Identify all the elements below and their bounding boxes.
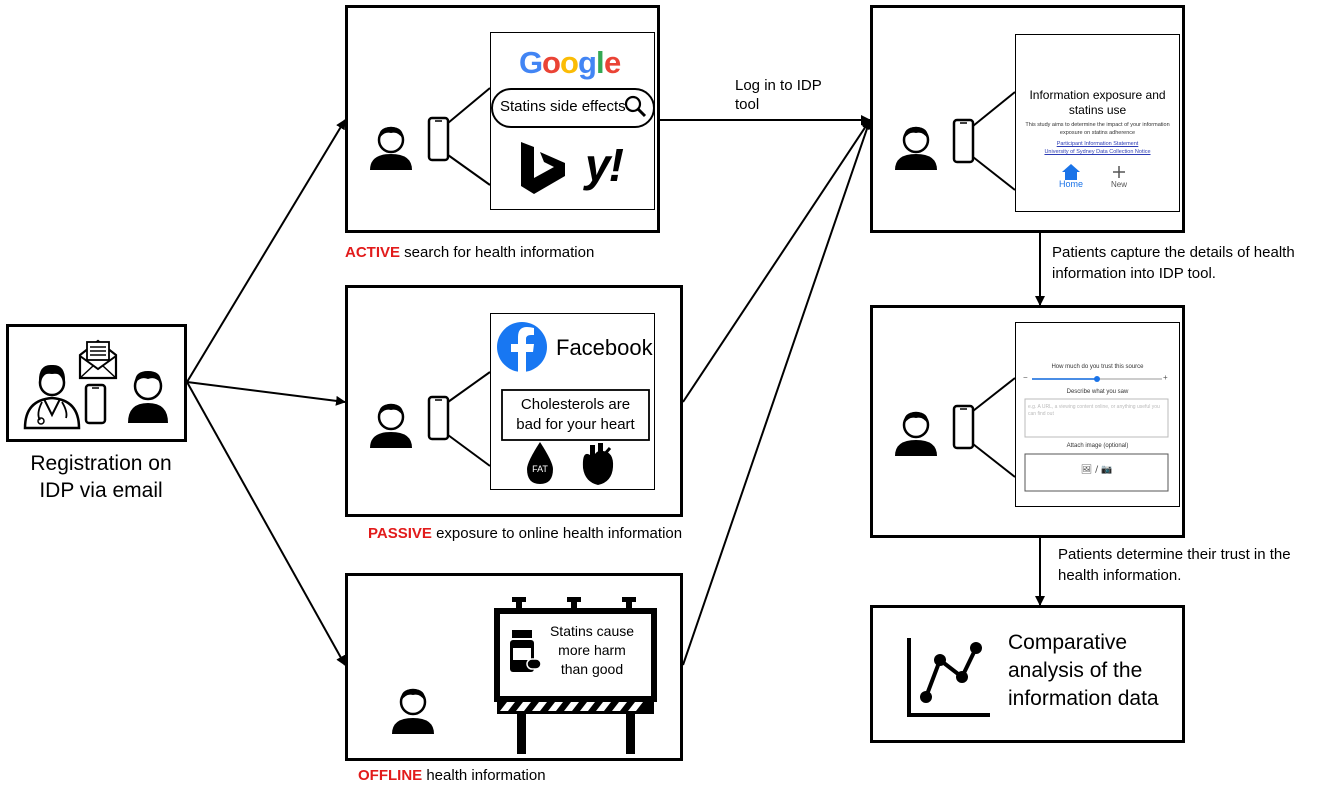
offline-caption: OFFLINE health information xyxy=(358,767,546,784)
search-engine-screen xyxy=(490,32,655,210)
arrow-registration-to-passive xyxy=(186,381,346,406)
analysis-line1: Comparative xyxy=(1008,631,1128,654)
login-label-line1: Log in to IDP xyxy=(735,77,822,94)
analysis-box xyxy=(870,605,1185,743)
capture-step-line2: information into IDP tool. xyxy=(1052,265,1216,282)
post-text: Cholesterols are bad for your heart xyxy=(502,395,649,435)
analysis-label: Comparative analysis of the information … xyxy=(1008,629,1159,713)
slider-minus[interactable]: − xyxy=(1023,373,1028,382)
idp-home-title-line1: Information exposure and xyxy=(1029,88,1166,102)
search-text: Statins side effects xyxy=(500,98,626,115)
billboard-text-line2: more harm xyxy=(558,642,626,658)
analysis-line2: analysis of the xyxy=(1008,659,1143,682)
post-text-line2: bad for your heart xyxy=(516,416,635,433)
passive-caption: PASSIVE exposure to online health inform… xyxy=(368,525,682,542)
idp-home-title-line2: statins use xyxy=(1068,103,1127,117)
login-label-line2: tool xyxy=(735,96,760,113)
arrow-offline-to-idp xyxy=(682,119,872,666)
idp-home-desc-line1: This study aims to determine the impact … xyxy=(1025,122,1170,128)
billboard-text-line1: Statins cause xyxy=(549,623,635,639)
billboard-text-line3: than good xyxy=(560,661,624,677)
offline-caption-keyword: OFFLINE xyxy=(358,767,423,784)
attach-icons[interactable]: 🖼 / 📷 xyxy=(1080,465,1113,475)
registration-label-line2: IDP via email xyxy=(39,479,163,502)
idp-home-title: Information exposure and statins use xyxy=(1015,88,1180,118)
participant-info-link[interactable]: Participant Information Statement xyxy=(1056,141,1139,147)
idp-home-description: This study aims to determine the impact … xyxy=(1015,121,1180,137)
idp-home-desc-line2: exposure on statins adherence xyxy=(1059,130,1136,136)
trust-step-line1: Patients determine their trust in the xyxy=(1058,546,1291,563)
trust-step-line2: health information. xyxy=(1058,567,1182,584)
yahoo-logo: y! xyxy=(585,139,624,191)
login-label: Log in to IDP tool xyxy=(735,76,822,114)
passive-caption-rest: exposure to online health information xyxy=(431,525,683,542)
analysis-line3: information data xyxy=(1008,687,1159,710)
attach-label: Attach image (optional) xyxy=(1066,443,1129,449)
trust-step-label: Patients determine their trust in the he… xyxy=(1058,544,1291,586)
nav-new-label[interactable]: New xyxy=(1110,180,1127,189)
capture-step-line1: Patients capture the details of health xyxy=(1052,244,1295,261)
post-text-line1: Cholesterols are xyxy=(520,396,631,413)
active-caption-rest: search for health information xyxy=(400,244,595,261)
facebook-wordmark: Facebook xyxy=(556,335,653,360)
trust-label: How much do you trust this source xyxy=(1051,364,1144,370)
idp-home-links: Participant Information Statement Univer… xyxy=(1015,140,1180,156)
capture-step-label: Patients capture the details of health i… xyxy=(1052,242,1295,284)
billboard-text: Statins cause more harm than good xyxy=(536,622,648,679)
fat-label: FAT xyxy=(532,464,548,474)
describe-label: Describe what you saw xyxy=(1066,389,1129,395)
nav-home-label[interactable]: Home xyxy=(1058,179,1083,189)
registration-label-line1: Registration on xyxy=(30,452,172,475)
data-collection-link[interactable]: University of Sydney Data Collection Not… xyxy=(1044,149,1151,155)
arrow-registration-to-active xyxy=(186,119,346,383)
registration-box xyxy=(6,324,187,442)
passive-caption-keyword: PASSIVE xyxy=(368,525,432,542)
slider-plus[interactable]: + xyxy=(1163,373,1168,382)
offline-caption-rest: health information xyxy=(422,767,546,784)
active-caption: ACTIVE search for health information xyxy=(345,244,594,261)
arrow-registration-to-offline xyxy=(186,381,346,666)
idp-home-screen xyxy=(1015,34,1180,212)
active-caption-keyword: ACTIVE xyxy=(345,244,401,261)
registration-label: Registration on IDP via email xyxy=(6,450,196,504)
describe-placeholder[interactable]: e.g. A URL, a viewing content online, or… xyxy=(1028,404,1160,417)
arrow-passive-to-idp xyxy=(682,119,871,403)
